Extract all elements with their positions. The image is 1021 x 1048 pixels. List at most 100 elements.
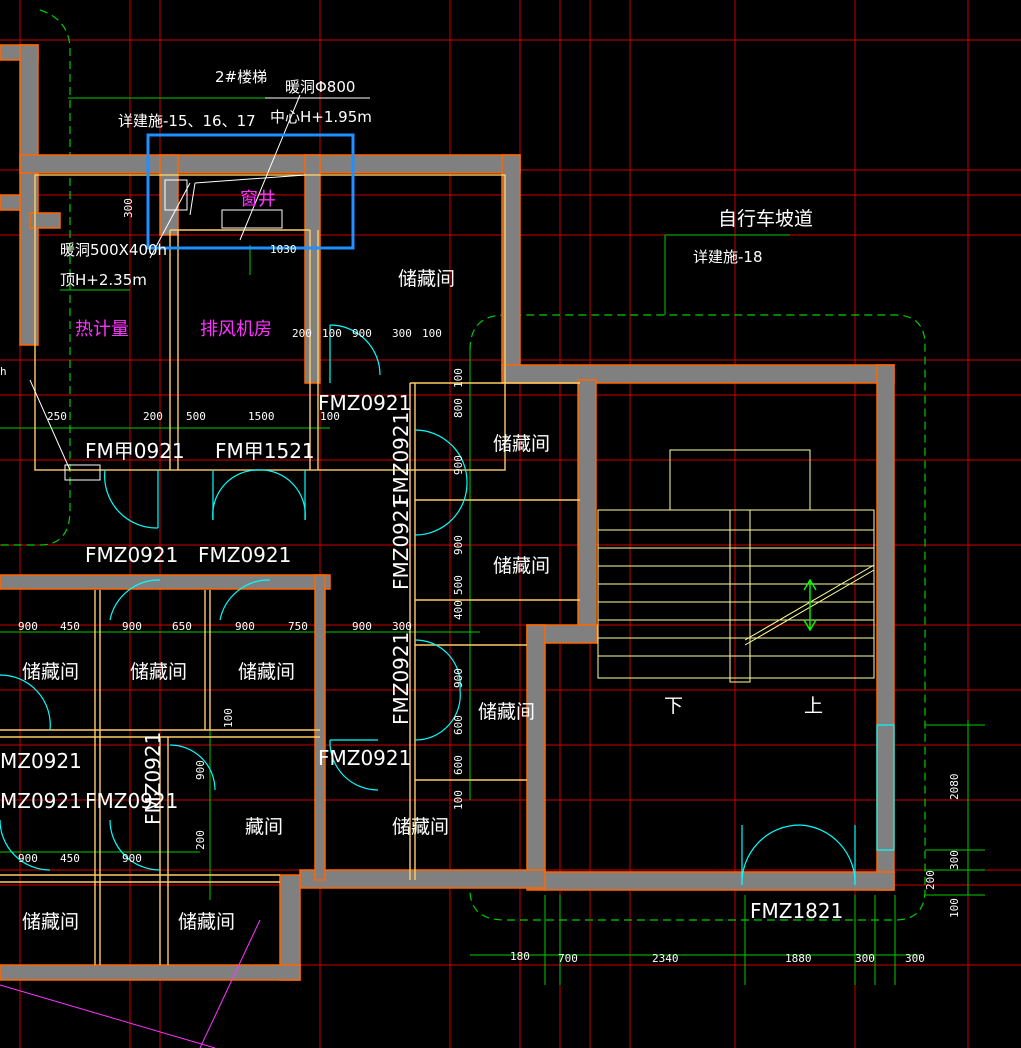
note-detail-top: 详建施-15、16、17: [118, 112, 256, 130]
dim-text: 300: [392, 327, 412, 340]
room-storage: 储藏间: [238, 661, 295, 683]
dim-text: 800: [452, 398, 465, 418]
room-storage: 储藏间: [178, 911, 235, 933]
dim-text: 900: [18, 852, 38, 865]
dim-text: 100: [452, 368, 465, 388]
dim-text: 900: [18, 620, 38, 633]
note-detail-right: 详建施-18: [693, 248, 763, 266]
dim-text: 500: [452, 575, 465, 595]
dim-text: 300: [392, 620, 412, 633]
room-storage: 储藏间: [22, 911, 79, 933]
room-storage: 储藏间: [493, 433, 550, 455]
room-storage: 储藏间: [22, 661, 79, 683]
door-tag-fmyi1821: FMZ1821: [750, 899, 843, 923]
door-tag-fmyi0921: FMZ0921: [85, 789, 178, 813]
room-storage: 储藏间: [478, 701, 535, 723]
dim-text: 250: [47, 410, 67, 423]
room-storage: 储藏间: [130, 661, 187, 683]
door-tag-fmjia0921: FM甲0921: [85, 439, 185, 463]
door-tag-fmyi0921: FMZ0921: [85, 543, 178, 567]
door-tag-fmyi0921: FMZ0921: [318, 391, 411, 415]
selection-box[interactable]: [146, 133, 355, 250]
dimension-lines: [0, 97, 985, 985]
note-bike-ramp: 自行车坡道: [718, 208, 813, 230]
door-tag-fmyi0921-vertical: FMZ0921: [389, 412, 413, 505]
dim-text: 1500: [248, 410, 275, 423]
note-top-h: 顶H+2.35m: [60, 271, 147, 289]
room-labels: 窗井 热计量 排风机房 储藏间 储藏间 储藏间 储藏间 储藏间 储藏间 储藏间 …: [22, 189, 823, 933]
dim-text: 200: [924, 870, 937, 890]
room-storage: 储藏间: [392, 816, 449, 838]
dim-text: 600: [452, 755, 465, 775]
door-swings: [0, 324, 895, 886]
dim-text: 700: [558, 952, 578, 965]
dim-text: 900: [452, 668, 465, 688]
room-storage: 储藏间: [493, 555, 550, 577]
note-hole-top: 暖洞Φ800: [285, 78, 355, 96]
dim-text: 2080: [948, 774, 961, 801]
dim-text: 600: [452, 715, 465, 735]
dim-text: 450: [60, 852, 80, 865]
room-storage: 储藏间: [398, 268, 455, 290]
door-tag-fmyi0921-partial: MZ0921: [0, 749, 82, 773]
dim-text: 300: [855, 952, 875, 965]
dim-text-partial: h: [0, 365, 7, 378]
dim-text: 180: [510, 950, 530, 963]
dim-text: 900: [122, 620, 142, 633]
dim-text: 300: [948, 850, 961, 870]
dim-text: 100: [222, 708, 235, 728]
door-tag-fmyi0921-vertical: FMZ0921: [389, 497, 413, 590]
dimension-texts: 300 1030 200 100 900 300 100 250 200 500…: [0, 198, 961, 965]
staircase: [597, 449, 875, 683]
dim-text: 900: [452, 455, 465, 475]
door-tags: FM甲0921 FM甲1521 FMZ0921 FMZ0921 FMZ0921 …: [0, 391, 843, 923]
dim-text: 100: [320, 410, 340, 423]
dashed-boundaries: [0, 9, 926, 921]
stair-up: 上: [804, 695, 823, 717]
annotation-notes: 2#楼梯 暖洞Φ800 详建施-15、16、17 中心H+1.95m 暖洞500…: [60, 68, 813, 289]
room-window-well: 窗井: [240, 189, 276, 210]
dim-text: 200: [292, 327, 312, 340]
dim-text: 100: [422, 327, 442, 340]
dim-text: 750: [288, 620, 308, 633]
dim-text: 900: [452, 535, 465, 555]
dim-text: 1880: [785, 952, 812, 965]
note-center-h: 中心H+1.95m: [270, 108, 372, 126]
stair-direction-arrow: [803, 578, 817, 632]
dim-text: 1030: [270, 243, 297, 256]
dim-text: 200: [194, 830, 207, 850]
dim-text: 900: [352, 620, 372, 633]
dim-text: 900: [194, 760, 207, 780]
window-well-shape: [0, 94, 370, 1048]
dim-text: 900: [122, 852, 142, 865]
door-tag-fmyi0921-vertical: FMZ0921: [141, 732, 165, 825]
room-heat-meter: 热计量: [75, 319, 129, 340]
dim-text: 500: [186, 410, 206, 423]
dim-text: 900: [235, 620, 255, 633]
dim-text: 2340: [652, 952, 679, 965]
interior-partitions: [0, 174, 580, 965]
dim-text: 450: [60, 620, 80, 633]
door-tag-fmyi0921-partial: MZ0921: [0, 789, 82, 813]
stair-down: 下: [664, 695, 683, 717]
door-tag-fmyi0921: FMZ0921: [318, 746, 411, 770]
note-hole-left: 暖洞500X400h: [60, 241, 167, 259]
dim-text: 100: [452, 790, 465, 810]
room-exhaust: 排风机房: [200, 319, 272, 340]
room-storage-partial: 藏间: [245, 816, 283, 838]
dim-text: 300: [905, 952, 925, 965]
dim-text: 100: [322, 327, 342, 340]
dim-text: 100: [948, 898, 961, 918]
door-tag-fmyi0921: FMZ0921: [198, 543, 291, 567]
dim-text: 400: [452, 600, 465, 620]
walls: [0, 44, 895, 981]
door-tag-fmjia1521: FM甲1521: [215, 439, 315, 463]
dim-text: 300: [122, 198, 135, 218]
door-tag-fmyi0921-vertical: FMZ0921: [389, 632, 413, 725]
dim-text: 650: [172, 620, 192, 633]
dim-text: 900: [352, 327, 372, 340]
note-stair2: 2#楼梯: [215, 68, 267, 86]
dim-text: 200: [143, 410, 163, 423]
